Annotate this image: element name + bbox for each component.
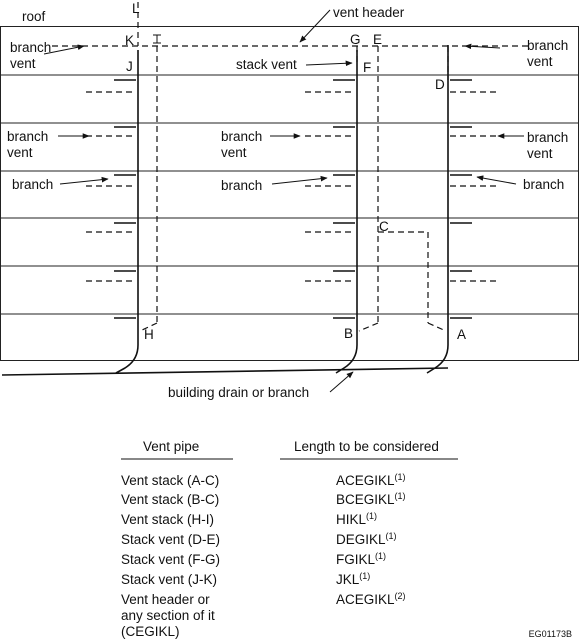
point-l: L (132, 1, 140, 16)
building-drain-label: building drain or branch (168, 385, 309, 400)
point-f: F (363, 60, 371, 75)
table-row-6-length: ACEGIKL(2) (336, 591, 406, 607)
point-j: J (126, 59, 133, 74)
branch-label-left: branch (12, 177, 53, 192)
table-row-3-length: DEGIKL(1) (336, 531, 397, 547)
stack-vent-label: stack vent (236, 57, 297, 72)
table-row-2-pipe: Vent stack (H-I) (121, 512, 214, 527)
table-header-vent-pipe: Vent pipe (143, 439, 199, 454)
table-row-4-pipe: Stack vent (F-G) (121, 552, 220, 567)
table-row-5-pipe: Stack vent (J-K) (121, 572, 217, 587)
point-d: D (435, 77, 445, 92)
table-header-length: Length to be considered (294, 439, 439, 454)
table-row-2-length: HIKL(1) (336, 511, 377, 527)
vent-length-table: Vent pipe Length to be considered Vent s… (121, 439, 458, 639)
label-arrows (43, 9, 524, 393)
table-row-3-pipe: Stack vent (D-E) (121, 532, 220, 547)
point-i-symbol (153, 34, 161, 44)
point-k: K (125, 33, 134, 48)
table-row-0-pipe: Vent stack (A-C) (121, 473, 219, 488)
building-floors (0, 26, 579, 361)
table-row-4-length: FGIKL(1) (336, 551, 386, 567)
branch-stubs (114, 79, 472, 319)
soil-stacks (1, 45, 449, 376)
branch-label-right: branch (523, 177, 564, 192)
branch-label-center: branch (221, 178, 262, 193)
roof-label: roof (22, 9, 46, 24)
point-b: B (344, 326, 353, 341)
figure-code: EG01173B (529, 629, 572, 639)
point-c: C (379, 219, 389, 234)
point-e: E (373, 32, 382, 47)
point-g: G (350, 32, 361, 47)
vent-piping (52, 2, 528, 332)
table-row-1-pipe: Vent stack (B-C) (121, 492, 219, 507)
point-h: H (144, 327, 154, 342)
table-row-1-length: BCEGIKL(1) (336, 491, 406, 507)
vent-header-label: vent header (333, 5, 405, 20)
table-row-5-length: JKL(1) (336, 571, 370, 587)
point-a: A (457, 327, 466, 342)
table-row-0-length: ACEGIKL(1) (336, 472, 406, 488)
